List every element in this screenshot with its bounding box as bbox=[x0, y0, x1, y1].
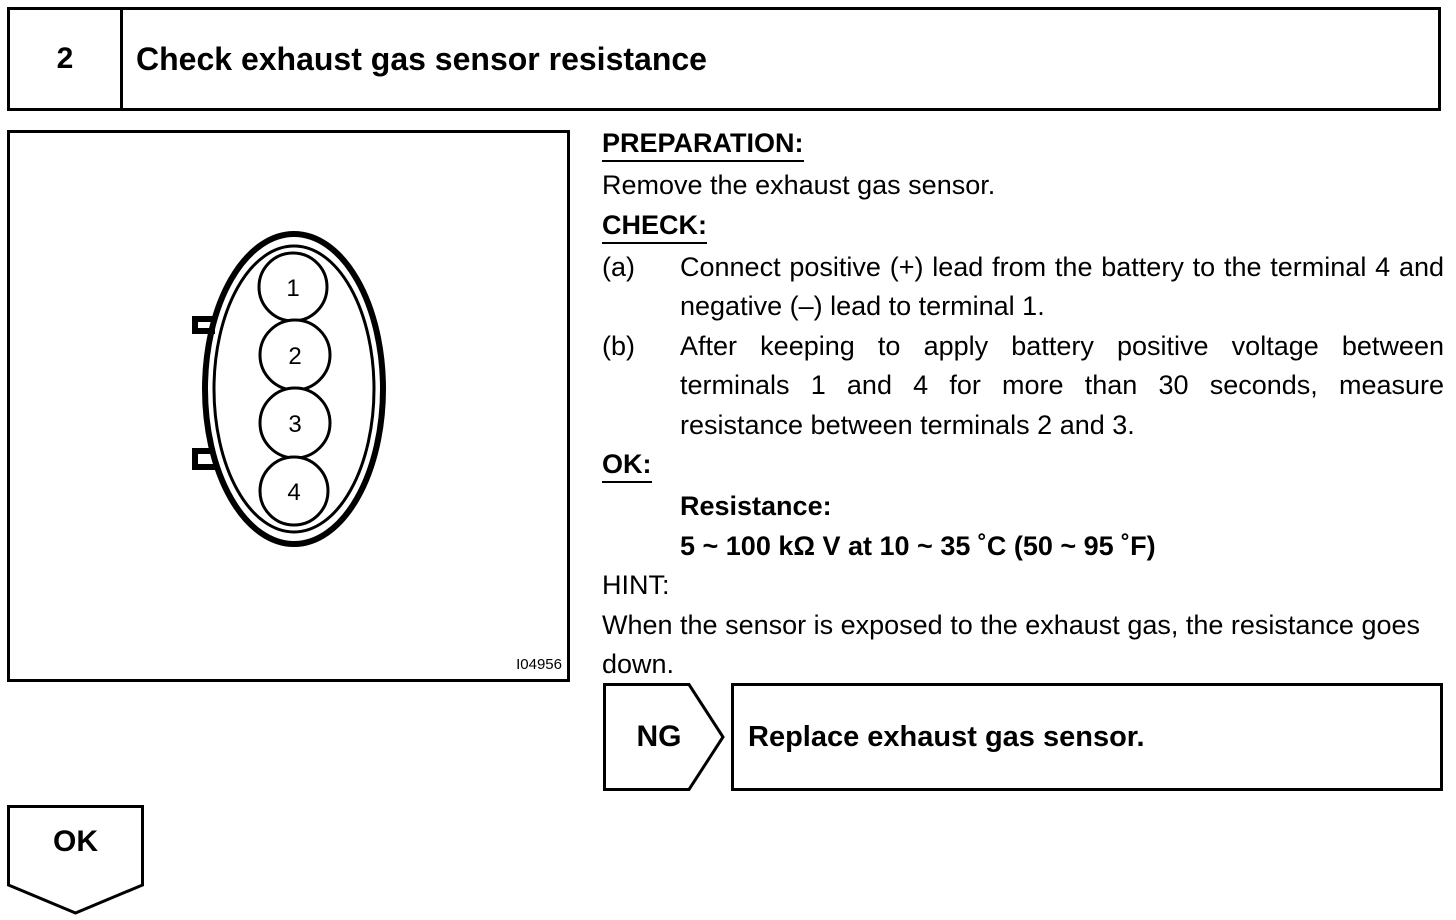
terminal-4-label: 4 bbox=[287, 479, 300, 506]
connector-lower-tab bbox=[192, 448, 215, 470]
connector-figure: 1 2 3 4 I04956 bbox=[7, 130, 570, 682]
ng-arrow-shape bbox=[603, 683, 725, 791]
hint-text: When the sensor is exposed to the exhaus… bbox=[602, 609, 1420, 680]
check-item: (a) Connect positive (+) lead from the b… bbox=[602, 248, 1444, 327]
step-header: 2 Check exhaust gas sensor resistance bbox=[7, 7, 1441, 111]
step-number: 2 bbox=[10, 10, 123, 108]
terminal-2: 2 bbox=[258, 318, 332, 392]
hint-heading: HINT: bbox=[602, 570, 670, 600]
resistance-value: 5 ~ 100 kΩ V at 10 ~ 35 ˚C (50 ~ 95 ˚F) bbox=[680, 530, 1156, 561]
ng-action-text: Replace exhaust gas sensor. bbox=[748, 720, 1145, 753]
check-heading: CHECK: bbox=[602, 208, 707, 244]
ok-arrow-shape bbox=[7, 805, 144, 915]
ok-result-box: OK bbox=[7, 805, 144, 917]
check-item-label: (b) bbox=[602, 330, 635, 361]
preparation-heading: PREPARATION: bbox=[602, 126, 804, 162]
check-item-label: (a) bbox=[602, 251, 635, 282]
ng-result-box: NG bbox=[603, 683, 725, 791]
ng-label: NG bbox=[636, 720, 682, 753]
check-item-text: After keeping to apply battery positive … bbox=[680, 330, 1444, 440]
connector-outer-shell bbox=[202, 231, 386, 547]
check-item-text: Connect positive (+) lead from the batte… bbox=[680, 251, 1444, 322]
resistance-label: Resistance: bbox=[680, 491, 832, 521]
preparation-text: Remove the exhaust gas sensor. bbox=[602, 170, 996, 200]
terminal-4: 4 bbox=[258, 455, 330, 527]
connector-inner-shell bbox=[212, 244, 376, 534]
figure-code: I04956 bbox=[516, 656, 562, 673]
terminal-3-label: 3 bbox=[288, 411, 301, 438]
check-item: (b) After keeping to apply battery posit… bbox=[602, 327, 1444, 446]
connector-upper-tab bbox=[192, 316, 215, 334]
terminal-3: 3 bbox=[258, 386, 332, 460]
terminal-1-label: 1 bbox=[286, 275, 299, 302]
ng-action-box: Replace exhaust gas sensor. bbox=[731, 683, 1443, 791]
ok-heading: OK: bbox=[602, 447, 652, 483]
ok-label: OK bbox=[53, 825, 98, 858]
terminal-1: 1 bbox=[257, 251, 329, 323]
terminal-2-label: 2 bbox=[288, 343, 301, 370]
step-title: Check exhaust gas sensor resistance bbox=[136, 40, 707, 77]
connector-diagram: 1 2 3 4 bbox=[192, 231, 386, 547]
procedure-text: PREPARATION: Remove the exhaust gas sens… bbox=[602, 124, 1444, 685]
